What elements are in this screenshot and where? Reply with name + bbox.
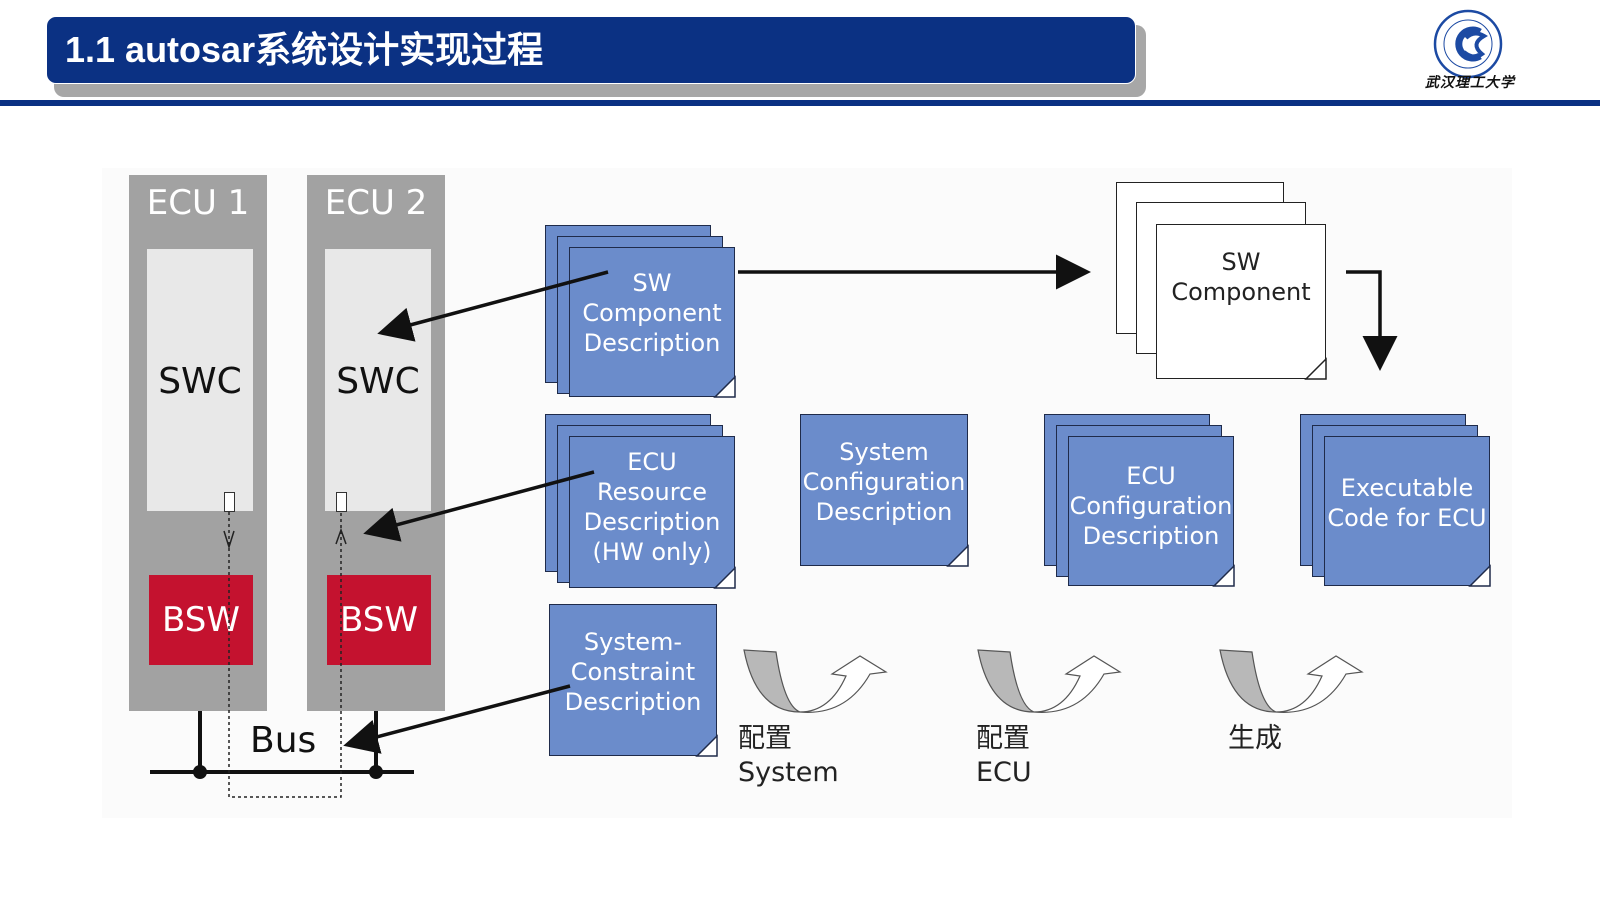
step-generate-cn: 生成 — [1228, 723, 1282, 754]
sw-component-description-label: SW Component Description — [582, 269, 722, 357]
ecu-2-swc-label: SWC — [336, 361, 420, 402]
step-system-cn: 配置 — [738, 723, 792, 754]
sw-component-fold — [1304, 357, 1327, 380]
bus-label: Bus — [250, 720, 317, 761]
ecu-1-column: ECU 1 SWC BSW — [129, 175, 267, 711]
sysconfig-fold — [946, 544, 969, 567]
sw-component-doc: SW Component — [1156, 224, 1326, 379]
exec-fold — [1468, 564, 1491, 587]
ecu-1-title: ECU 1 — [146, 183, 250, 223]
ecu-1-swc-box: SWC — [147, 249, 253, 511]
ecu-2-swc-box: SWC — [325, 249, 431, 511]
step-arrow-generate — [1219, 649, 1364, 713]
sw-component-description-doc: SW Component Description — [569, 247, 735, 397]
step-system-en: System — [738, 757, 839, 788]
ecu-configuration-description-doc: ECU Configuration Description — [1068, 436, 1234, 586]
sw-component-label: SW Component — [1171, 248, 1311, 306]
ecu-configuration-description-label: ECU Configuration Description — [1069, 462, 1233, 550]
system-configuration-description-label: System Configuration Description — [802, 438, 966, 526]
executable-code-doc: Executable Code for ECU — [1324, 436, 1490, 586]
ecu-1-bsw-label: BSW — [162, 600, 240, 640]
ecu-2-bsw-box: BSW — [327, 575, 431, 665]
system-constraint-description-doc: System- Constraint Description — [549, 604, 717, 756]
header-divider — [0, 100, 1600, 106]
page-title: 1.1 autosar系统设计实现过程 — [65, 29, 544, 70]
ecu-res-fold — [713, 566, 736, 589]
ecu-1-port — [224, 492, 235, 512]
signal-arrow-down — [223, 530, 235, 550]
executable-code-label: Executable Code for ECU — [1327, 474, 1487, 532]
arrow-swcomponent-to-exec — [1346, 270, 1398, 371]
ecu-1-bsw-box: BSW — [149, 575, 253, 665]
sw-desc-fold — [713, 375, 736, 398]
system-constraint-description-label: System- Constraint Description — [564, 628, 702, 716]
arrow-constraint-to-bus — [343, 684, 571, 754]
ecu-1-swc-label: SWC — [158, 361, 242, 402]
system-configuration-description-doc: System Configuration Description — [800, 414, 968, 566]
ecu-2-bsw-label: BSW — [340, 600, 418, 640]
step-arrow-system — [743, 649, 888, 713]
step-ecu-en: ECU — [976, 757, 1032, 788]
university-name: 武汉理工大学 — [1425, 75, 1515, 91]
ecu-2-column: ECU 2 SWC BSW — [307, 175, 445, 711]
arrow-ecures-to-ecu — [363, 470, 595, 542]
signal-arrow-up — [335, 527, 347, 545]
step-ecu-cn: 配置 — [976, 723, 1030, 754]
ecu-2-port — [336, 492, 347, 512]
arrow-swdesc-to-swc — [377, 270, 609, 342]
constraint-fold — [695, 734, 718, 757]
bus-node-ecu-1 — [193, 765, 207, 779]
university-logo — [1433, 9, 1503, 79]
step-arrow-ecu — [977, 649, 1122, 713]
ecu-resource-description-doc: ECU Resource Description (HW only) — [569, 436, 735, 588]
bus-node-ecu-2 — [369, 765, 383, 779]
ecu-2-title: ECU 2 — [324, 183, 428, 223]
ecu-resource-description-label: ECU Resource Description (HW only) — [583, 448, 721, 566]
title-bar: 1.1 autosar系统设计实现过程 — [46, 16, 1136, 84]
signal-path — [228, 512, 342, 798]
ecuconfig-fold — [1212, 564, 1235, 587]
